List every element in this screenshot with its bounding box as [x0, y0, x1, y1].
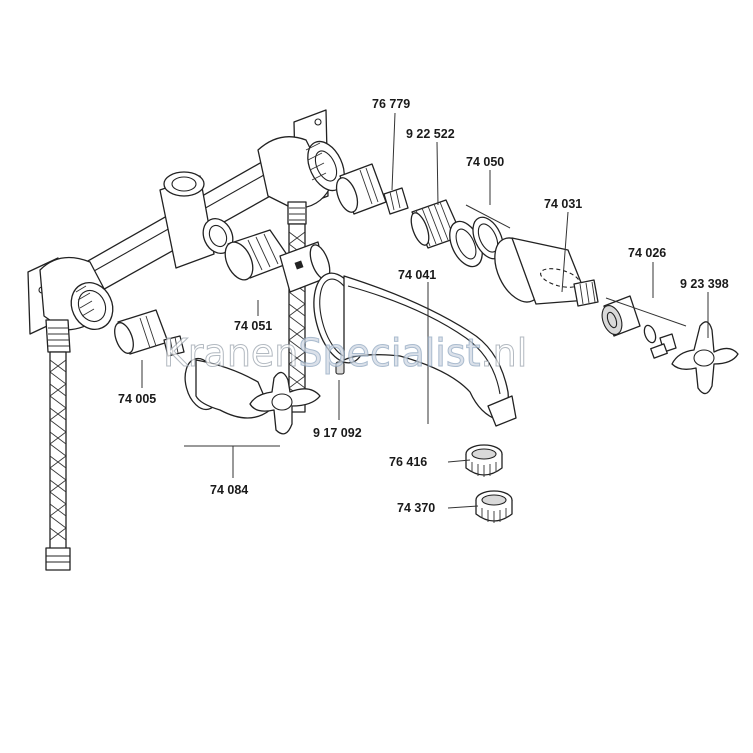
left-cartridge: [114, 309, 185, 357]
label-74084: 74 084: [210, 483, 248, 497]
watermark-suffix: .nl: [481, 331, 528, 375]
grub-screw: [335, 361, 345, 375]
aerator-74370: [475, 490, 513, 523]
watermark-prefix: Kranen: [163, 331, 298, 375]
right-cartridge: [335, 163, 409, 215]
part-labels: 76 779 9 22 522 74 050 74 031 74 026 9 2…: [118, 97, 729, 515]
right-escutcheon: [494, 237, 599, 307]
watermark-logo-text: KranenSpecialist.nl: [163, 331, 527, 375]
label-76779: 76 779: [372, 97, 410, 111]
flex-hose-left: [45, 351, 71, 571]
watermark-accent: Specialist: [298, 331, 480, 375]
concealed-valve-body: [27, 109, 345, 353]
left-escutcheon-handle: [184, 357, 321, 435]
label-76416: 76 416: [389, 455, 427, 469]
watermark: KranenSpecialist.nl: [163, 331, 528, 376]
middle-cartridge: [224, 229, 331, 293]
aerator-76416: [465, 444, 503, 477]
leader-lines: [141, 112, 709, 509]
label-74031: 74 031: [544, 197, 582, 211]
adapter-set: [601, 295, 677, 359]
label-74041: 74 041: [398, 268, 436, 282]
label-917092: 9 17 092: [313, 426, 362, 440]
label-74051: 74 051: [234, 319, 272, 333]
label-922522: 9 22 522: [406, 127, 455, 141]
label-923398: 9 23 398: [680, 277, 729, 291]
label-74005: 74 005: [118, 392, 156, 406]
label-74050: 74 050: [466, 155, 504, 169]
label-74026: 74 026: [628, 246, 666, 260]
label-74370: 74 370: [397, 501, 435, 515]
right-cross-handle: [671, 321, 739, 395]
